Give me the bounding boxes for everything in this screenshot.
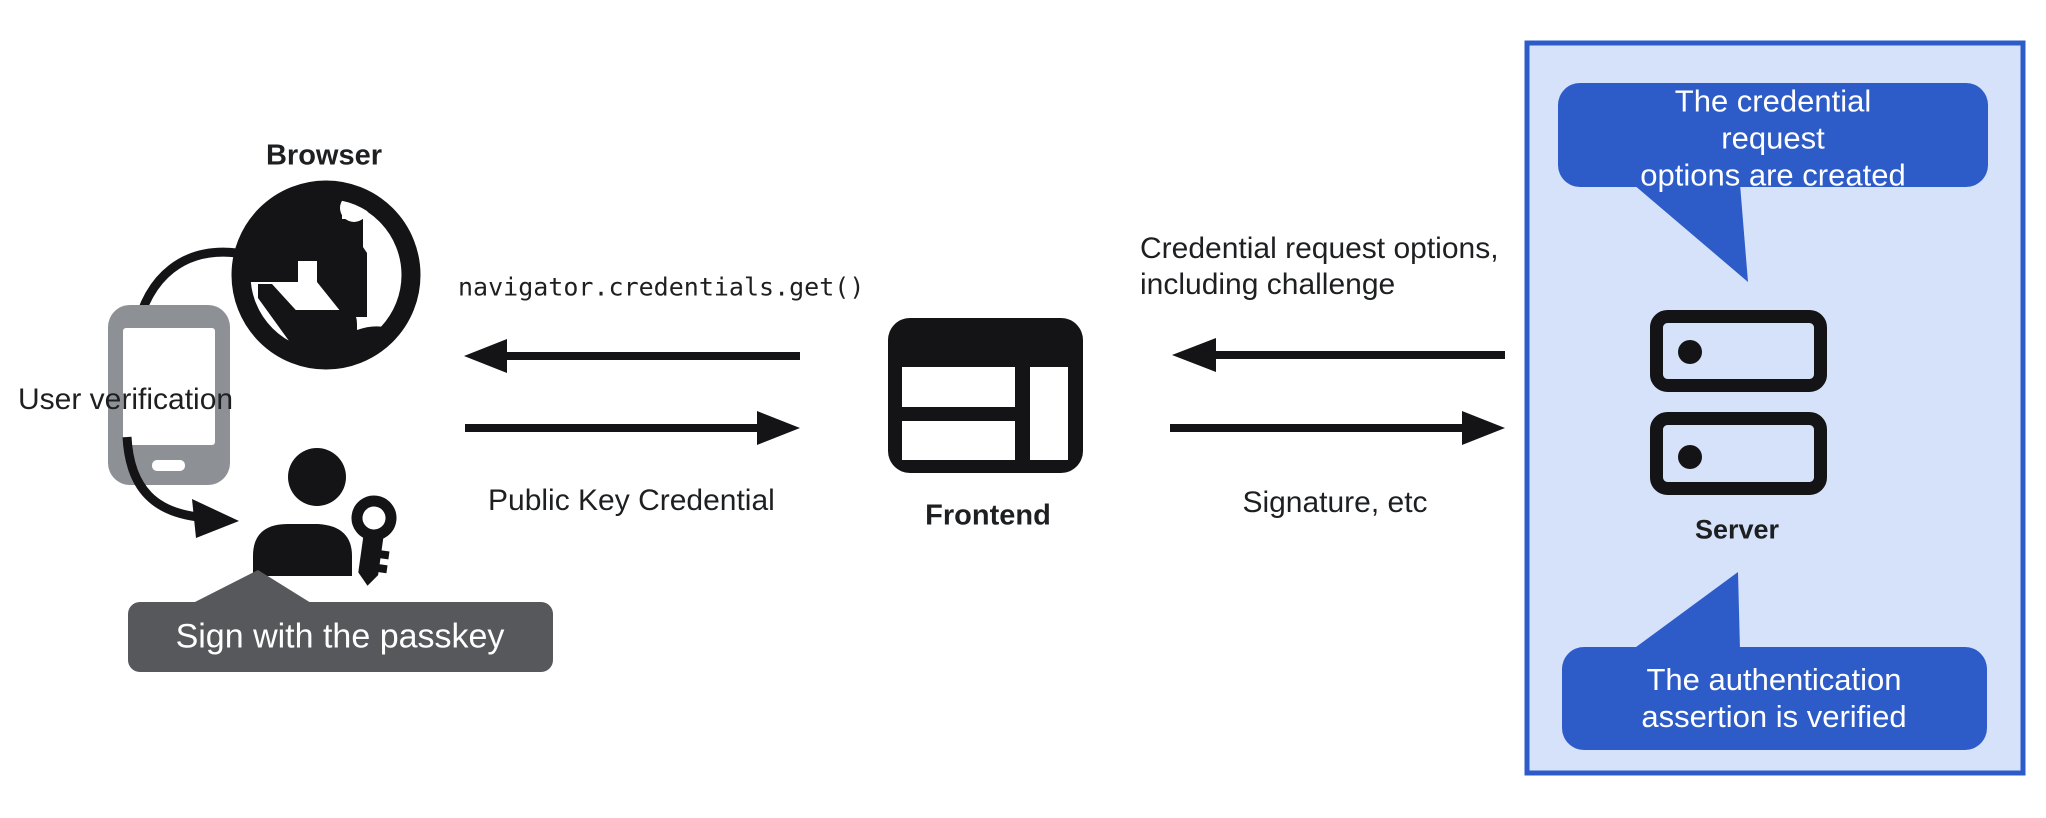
bubble-bottom-text: The authentication assertion is verified — [1641, 662, 1907, 734]
signature-etc-label: Signature, etc — [1242, 486, 1428, 519]
credential-request-options-label: Credential request options, including ch… — [1140, 232, 1499, 301]
speech-bubble-bottom — [1562, 572, 1987, 750]
frontend-label: Frontend — [925, 499, 1051, 532]
bubble-top-text: The credential request options are creat… — [1640, 83, 1906, 193]
sign-banner-shape — [128, 570, 553, 672]
browser-label: Browser — [265, 139, 383, 172]
public-key-credential-label: Public Key Credential — [488, 484, 775, 517]
browser-window-icon — [888, 318, 1083, 473]
person-with-key-icon — [253, 448, 397, 586]
arrow-frontend-to-browser — [464, 339, 800, 373]
sign-banner-label: Sign with the passkey — [175, 617, 505, 656]
globe-icon — [231, 180, 421, 370]
smartphone-icon — [108, 305, 230, 485]
curved-arrow-phone-to-user — [122, 436, 239, 538]
arrow-frontend-to-server — [1170, 411, 1505, 445]
speech-bubble-top — [1558, 83, 1988, 282]
arrow-server-to-frontend — [1172, 338, 1505, 372]
server-stack-icon — [1650, 310, 1827, 495]
navigator-credentials-get-label: navigator.credentials.get() — [458, 272, 865, 302]
server-label: Server — [1694, 514, 1780, 545]
arrow-browser-to-frontend — [465, 411, 800, 445]
user-verification-label: User verification — [18, 383, 234, 416]
